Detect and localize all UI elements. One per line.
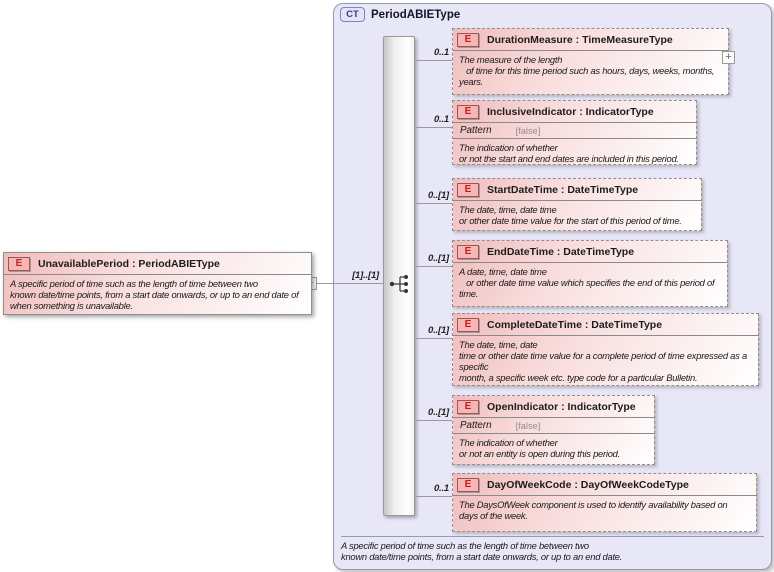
complex-type-header: CT PeriodABIEType: [340, 7, 460, 22]
cardinality-completedatetime: 0..[1]: [428, 325, 449, 336]
pattern-value: [false]: [515, 125, 541, 136]
branch-line: [414, 496, 452, 497]
cardinality-enddatetime: 0..[1]: [428, 253, 449, 264]
element-description: The measure of the length of time for th…: [459, 54, 715, 87]
element-description: The DaysOfWeek component is used to iden…: [459, 499, 728, 521]
cardinality-dayofweekcode: 0..1: [433, 483, 449, 494]
element-openindicator[interactable]: E OpenIndicator : IndicatorType Pattern …: [452, 395, 655, 465]
element-title-row[interactable]: E StartDateTime : DateTimeType: [453, 179, 701, 201]
branch-line: [414, 266, 452, 267]
element-icon: E: [457, 317, 479, 332]
element-dayofweekcode[interactable]: E DayOfWeekCode : DayOfWeekCodeType The …: [452, 473, 757, 532]
element-description: The indication of whether or not an enti…: [459, 437, 620, 459]
expand-toggle-icon[interactable]: +: [722, 51, 735, 64]
root-connector-line: [310, 283, 383, 284]
element-description: A specific period of time such as the le…: [10, 278, 299, 311]
pattern-label: Pattern: [460, 420, 492, 431]
pattern-value: [false]: [515, 420, 541, 431]
element-icon: E: [457, 399, 479, 414]
element-startdatetime[interactable]: E StartDateTime : DateTimeType The date,…: [452, 178, 702, 231]
branch-line: [414, 60, 452, 61]
element-title: CompleteDateTime : DateTimeType: [487, 318, 663, 331]
complex-type-separator: [341, 536, 764, 537]
element-unavailableperiod[interactable]: E UnavailablePeriod : PeriodABIEType A s…: [3, 252, 312, 315]
cardinality-openindicator: 0..[1]: [428, 407, 449, 418]
branch-line: [414, 420, 452, 421]
element-title-row[interactable]: E OpenIndicator : IndicatorType: [453, 396, 654, 418]
branch-line: [414, 338, 452, 339]
element-icon: E: [457, 244, 479, 259]
branch-line: [414, 203, 452, 204]
root-cardinality: [1]..[1]: [352, 270, 379, 281]
element-title: EndDateTime : DateTimeType: [487, 245, 635, 258]
element-inclusiveindicator[interactable]: E InclusiveIndicator : IndicatorType Pat…: [452, 100, 697, 165]
element-description: The indication of whether or not the sta…: [459, 142, 679, 164]
element-icon: E: [8, 256, 30, 271]
element-title-row[interactable]: E CompleteDateTime : DateTimeType: [453, 314, 758, 336]
branch-line: [414, 127, 452, 128]
element-description: A date, time, date time or other date ti…: [459, 266, 715, 299]
complex-type-icon: CT: [340, 7, 365, 22]
element-icon: E: [457, 104, 479, 119]
element-title-row[interactable]: E DurationMeasure : TimeMeasureType: [453, 29, 728, 51]
element-title: UnavailablePeriod : PeriodABIEType: [38, 257, 220, 270]
pattern-facet-row: Pattern [false]: [453, 418, 654, 434]
cardinality-inclusiveindicator: 0..1: [433, 114, 449, 125]
element-description: The date, time, date time or other date …: [459, 204, 682, 226]
complex-type-title: PeriodABIEType: [371, 8, 461, 21]
element-title: StartDateTime : DateTimeType: [487, 183, 639, 196]
complex-type-description: A specific period of time such as the le…: [341, 540, 623, 562]
sequence-icon: [389, 275, 408, 293]
element-title: DayOfWeekCode : DayOfWeekCodeType: [487, 478, 689, 491]
element-icon: E: [457, 477, 479, 492]
element-title-row[interactable]: E EndDateTime : DateTimeType: [453, 241, 727, 263]
element-title: DurationMeasure : TimeMeasureType: [487, 33, 673, 46]
element-icon: E: [457, 32, 479, 47]
cardinality-durationmeasure: 0..1: [433, 47, 449, 58]
element-icon: E: [457, 182, 479, 197]
cardinality-startdatetime: 0..[1]: [428, 190, 449, 201]
sequence-compositor-bar: [383, 36, 415, 516]
element-description: The date, time, date time or other date …: [459, 339, 747, 383]
element-enddatetime[interactable]: E EndDateTime : DateTimeType A date, tim…: [452, 240, 728, 307]
element-title: InclusiveIndicator : IndicatorType: [487, 105, 654, 118]
element-title: OpenIndicator : IndicatorType: [487, 400, 636, 413]
element-completedatetime[interactable]: E CompleteDateTime : DateTimeType The da…: [452, 313, 759, 386]
element-title-row[interactable]: E DayOfWeekCode : DayOfWeekCodeType: [453, 474, 756, 496]
pattern-label: Pattern: [460, 125, 492, 136]
element-title-row[interactable]: E InclusiveIndicator : IndicatorType: [453, 101, 696, 123]
pattern-facet-row: Pattern [false]: [453, 123, 696, 139]
element-durationmeasure[interactable]: E DurationMeasure : TimeMeasureType The …: [452, 28, 729, 95]
element-title-row[interactable]: E UnavailablePeriod : PeriodABIEType: [4, 253, 311, 275]
